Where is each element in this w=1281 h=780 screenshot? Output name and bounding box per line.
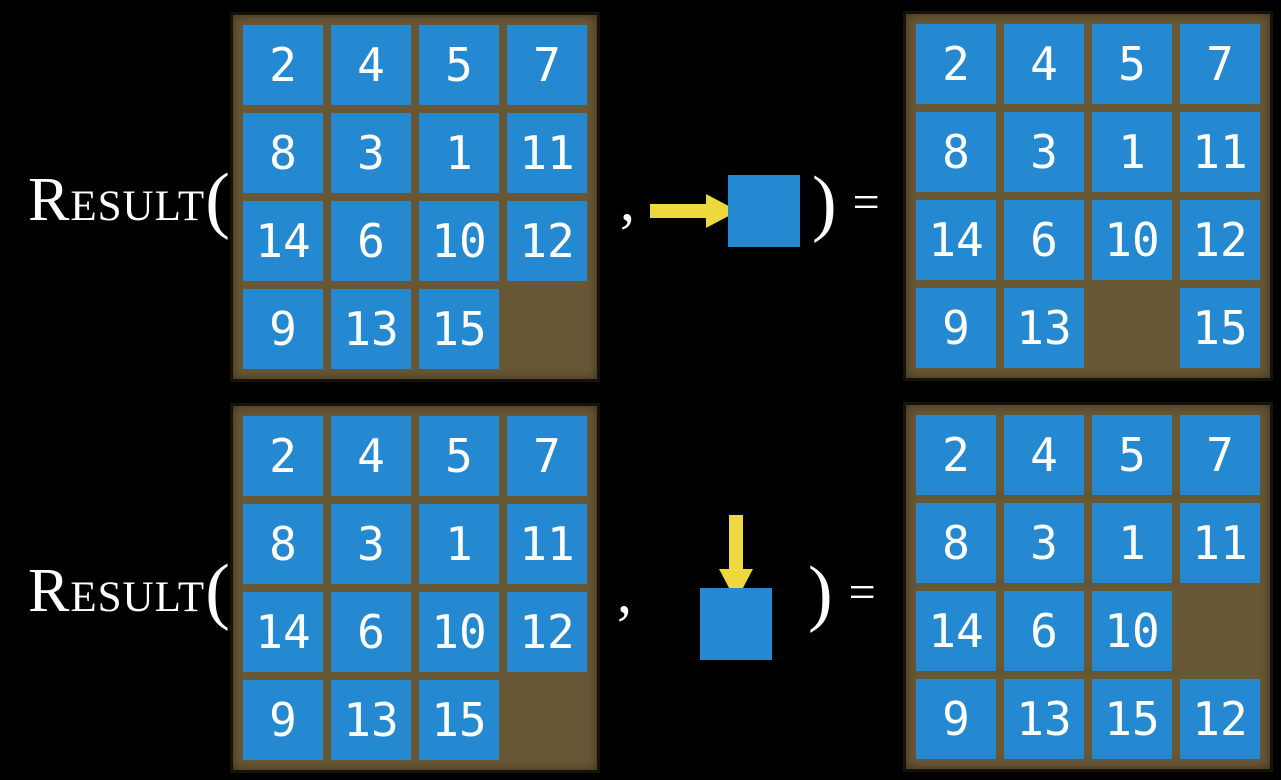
tile-14: 14 bbox=[243, 201, 323, 281]
empty-cell bbox=[1180, 591, 1260, 671]
function-name-text: Result bbox=[28, 557, 206, 625]
tile-5: 5 bbox=[419, 416, 499, 496]
empty-cell bbox=[1092, 288, 1172, 368]
close-paren: ) bbox=[812, 162, 837, 244]
tile-5: 5 bbox=[419, 25, 499, 105]
function-name-text: Result bbox=[28, 166, 206, 234]
tile-8: 8 bbox=[916, 503, 996, 583]
tile-7: 7 bbox=[1180, 415, 1260, 495]
tile-12: 12 bbox=[507, 201, 587, 281]
tile-8: 8 bbox=[916, 112, 996, 192]
close-paren: ) bbox=[808, 552, 833, 634]
open-paren: ( bbox=[205, 159, 230, 241]
tile-12: 12 bbox=[1180, 679, 1260, 759]
tile-4: 4 bbox=[1004, 415, 1084, 495]
tile-1: 1 bbox=[1092, 112, 1172, 192]
open-paren: ( bbox=[205, 550, 230, 632]
tile-3: 3 bbox=[1004, 112, 1084, 192]
tile-4: 4 bbox=[331, 416, 411, 496]
tile-3: 3 bbox=[331, 113, 411, 193]
tile-6: 6 bbox=[1004, 591, 1084, 671]
equals-sign: = bbox=[848, 566, 876, 619]
tile-5: 5 bbox=[1092, 24, 1172, 104]
tile-3: 3 bbox=[1004, 503, 1084, 583]
tile-11: 11 bbox=[1180, 112, 1260, 192]
tile-14: 14 bbox=[916, 200, 996, 280]
tile-9: 9 bbox=[916, 679, 996, 759]
close-paren-equals-group: ) = bbox=[812, 153, 880, 253]
separator-comma: , bbox=[620, 167, 635, 233]
tile-4: 4 bbox=[1004, 24, 1084, 104]
tile-9: 9 bbox=[916, 288, 996, 368]
tile-7: 7 bbox=[507, 25, 587, 105]
tile-15: 15 bbox=[1092, 679, 1172, 759]
tile-10: 10 bbox=[419, 592, 499, 672]
tile-15: 15 bbox=[419, 289, 499, 369]
tile-11: 11 bbox=[1180, 503, 1260, 583]
tile-11: 11 bbox=[507, 504, 587, 584]
tile-7: 7 bbox=[1180, 24, 1260, 104]
separator-comma: , bbox=[617, 559, 632, 625]
tile-2: 2 bbox=[916, 415, 996, 495]
tile-12: 12 bbox=[507, 592, 587, 672]
tile-15: 15 bbox=[419, 680, 499, 760]
tile-1: 1 bbox=[1092, 503, 1172, 583]
tile-4: 4 bbox=[331, 25, 411, 105]
tile-9: 9 bbox=[243, 289, 323, 369]
tile-14: 14 bbox=[243, 592, 323, 672]
tile-13: 13 bbox=[331, 289, 411, 369]
tile-10: 10 bbox=[1092, 591, 1172, 671]
tile-8: 8 bbox=[243, 504, 323, 584]
blank-square-move-right bbox=[728, 175, 800, 247]
tile-13: 13 bbox=[331, 680, 411, 760]
tile-2: 2 bbox=[243, 25, 323, 105]
tile-13: 13 bbox=[1004, 679, 1084, 759]
tile-15: 15 bbox=[1180, 288, 1260, 368]
close-paren-equals-group: ) = bbox=[808, 543, 876, 643]
tile-7: 7 bbox=[507, 416, 587, 496]
tile-11: 11 bbox=[507, 113, 587, 193]
tile-1: 1 bbox=[419, 504, 499, 584]
result-function-label: Result( bbox=[28, 150, 230, 250]
tile-2: 2 bbox=[243, 416, 323, 496]
equals-sign: = bbox=[852, 176, 880, 229]
tile-13: 13 bbox=[1004, 288, 1084, 368]
arrow-down-icon bbox=[719, 515, 753, 601]
tile-3: 3 bbox=[331, 504, 411, 584]
arrow-down-shape bbox=[719, 515, 753, 601]
tile-6: 6 bbox=[331, 201, 411, 281]
tile-8: 8 bbox=[243, 113, 323, 193]
empty-cell bbox=[507, 289, 587, 369]
empty-cell bbox=[507, 680, 587, 760]
tile-10: 10 bbox=[1092, 200, 1172, 280]
result-function-label: Result( bbox=[28, 541, 230, 641]
tile-14: 14 bbox=[916, 591, 996, 671]
tile-6: 6 bbox=[331, 592, 411, 672]
tile-6: 6 bbox=[1004, 200, 1084, 280]
tile-9: 9 bbox=[243, 680, 323, 760]
arrow-right-icon bbox=[650, 194, 738, 228]
tile-5: 5 bbox=[1092, 415, 1172, 495]
tile-12: 12 bbox=[1180, 200, 1260, 280]
tile-1: 1 bbox=[419, 113, 499, 193]
tile-2: 2 bbox=[916, 24, 996, 104]
arrow-right-shape bbox=[650, 194, 738, 228]
blank-square-move-down bbox=[700, 588, 772, 660]
tile-10: 10 bbox=[419, 201, 499, 281]
